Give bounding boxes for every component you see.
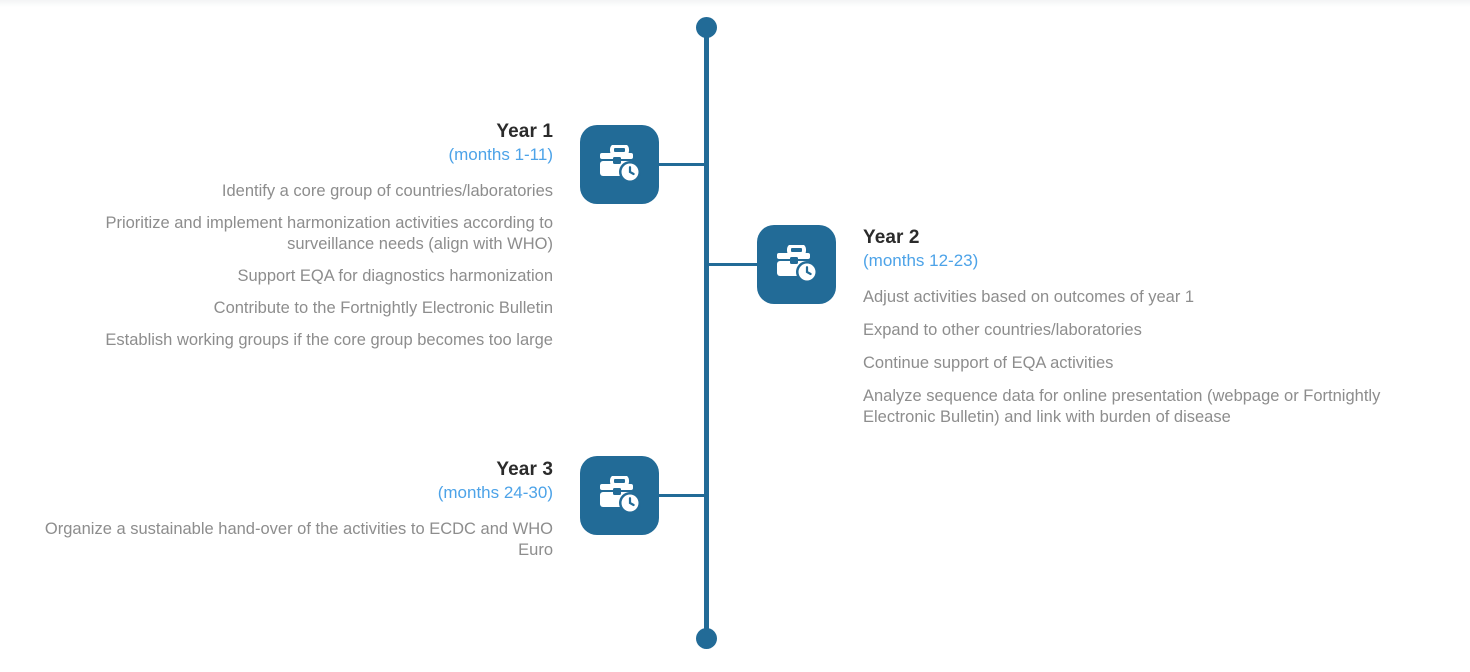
list-item: Organize a sustainable hand-over of the … xyxy=(44,520,553,559)
connector-year-1 xyxy=(658,163,708,166)
list-item: Support EQA for diagnostics harmonizatio… xyxy=(237,267,553,285)
milestone-block-year-2: Year 2 (months 12-23) Adjust activities … xyxy=(863,226,1398,440)
list-item: Adjust activities based on outcomes of y… xyxy=(863,288,1195,306)
milestone-months-year-2: (months 12-23) xyxy=(863,251,979,270)
milestone-items-year-1: Identify a core group of countries/labor… xyxy=(80,181,553,351)
briefcase-clock-icon xyxy=(599,475,641,514)
list-item: Continue support of EQA activities xyxy=(863,354,1114,372)
milestone-block-year-1: Year 1 (months 1-11) Identify a core gro… xyxy=(80,120,553,362)
milestone-block-year-3: Year 3 (months 24-30) Organize a sustain… xyxy=(30,458,553,571)
list-item: Identify a core group of countries/labor… xyxy=(221,182,553,200)
milestone-title-year-2: Year 2 xyxy=(863,227,920,248)
list-item: Prioritize and implement harmonization a… xyxy=(105,214,553,253)
milestone-items-year-2: Adjust activities based on outcomes of y… xyxy=(863,287,1398,428)
milestone-months-year-3: (months 24-30) xyxy=(437,483,553,502)
milestone-icon-year-2 xyxy=(757,225,836,304)
milestone-icon-year-1 xyxy=(580,125,659,204)
timeline-spine xyxy=(704,27,709,639)
milestone-months-year-1: (months 1-11) xyxy=(448,145,553,164)
briefcase-clock-icon xyxy=(776,244,818,283)
timeline-end-dot xyxy=(696,628,717,649)
connector-year-2 xyxy=(706,263,759,266)
list-item: Expand to other countries/laboratories xyxy=(863,321,1142,339)
list-item: Analyze sequence data for online present… xyxy=(863,387,1381,426)
milestone-items-year-3: Organize a sustainable hand-over of the … xyxy=(30,519,553,561)
milestone-icon-year-3 xyxy=(580,456,659,535)
milestone-title-year-3: Year 3 xyxy=(496,459,553,480)
timeline-start-dot xyxy=(696,17,717,38)
list-item: Contribute to the Fortnightly Electronic… xyxy=(213,299,553,317)
list-item: Establish working groups if the core gro… xyxy=(105,331,553,349)
connector-year-3 xyxy=(658,494,708,497)
briefcase-clock-icon xyxy=(599,144,641,183)
top-edge-band xyxy=(0,0,1470,7)
milestone-title-year-1: Year 1 xyxy=(496,121,553,142)
